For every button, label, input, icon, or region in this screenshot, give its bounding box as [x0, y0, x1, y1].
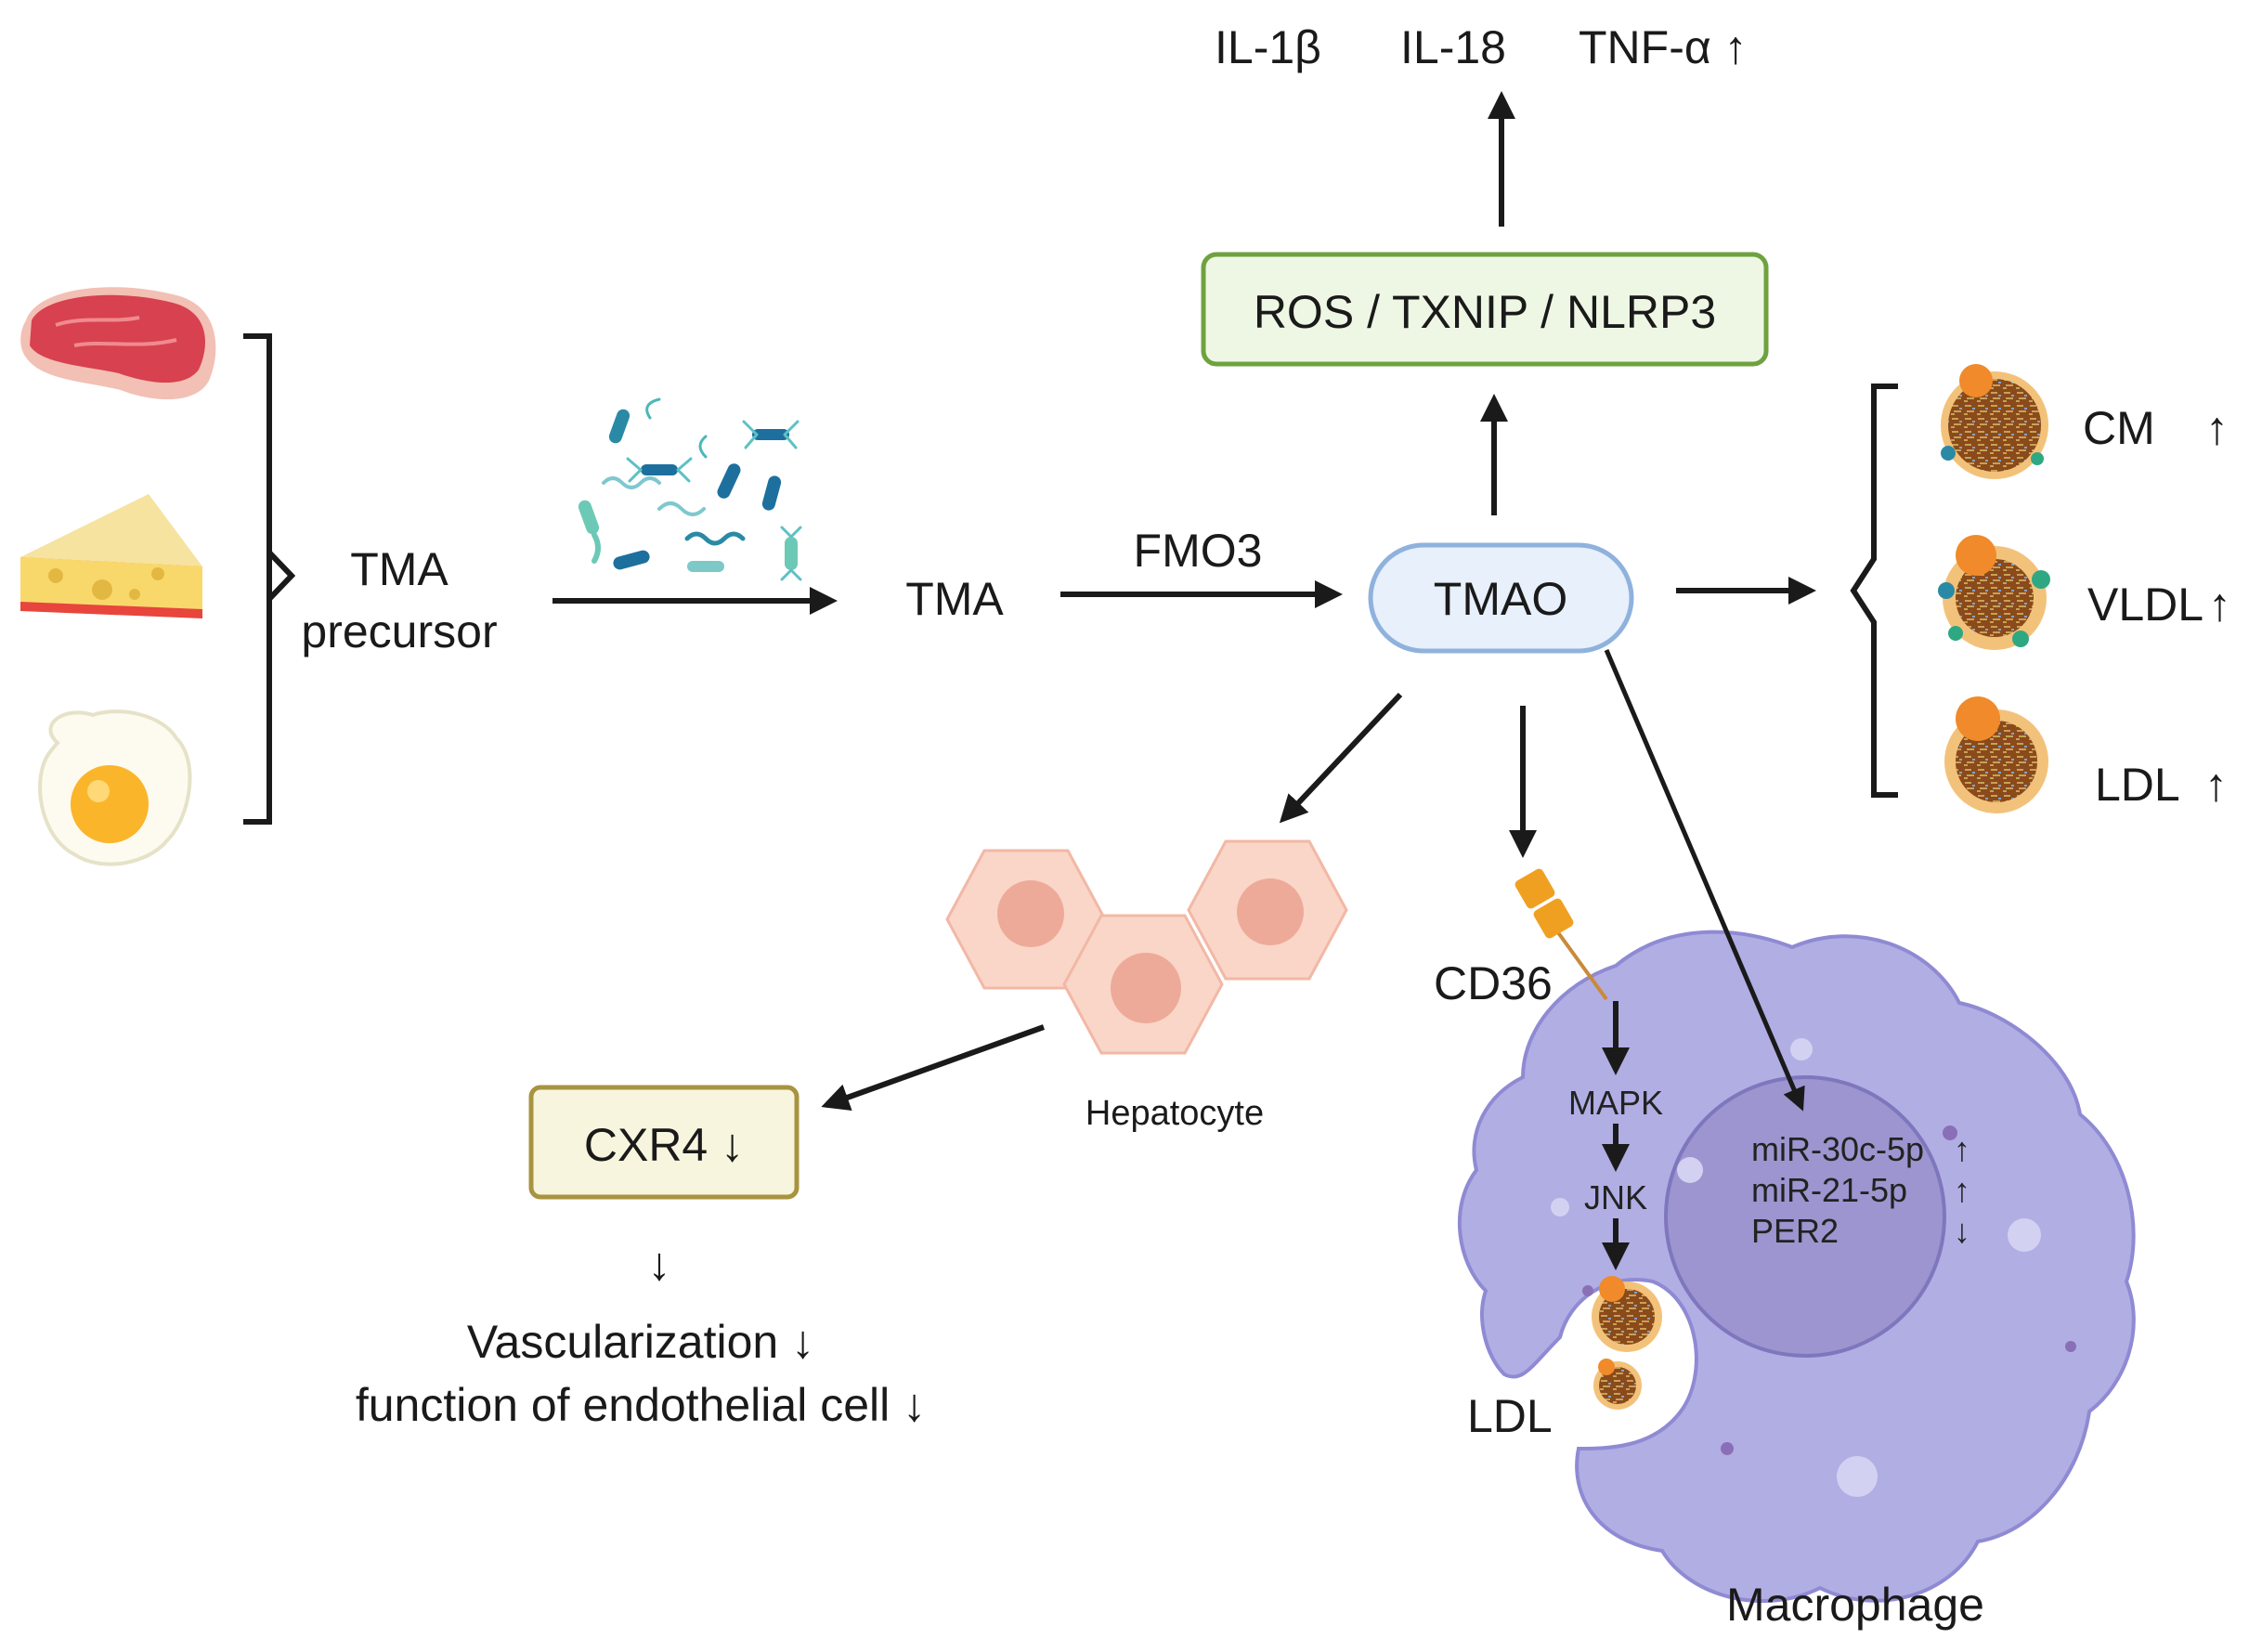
gut-bacteria-icon — [578, 397, 802, 581]
cd36-label: CD36 — [1434, 957, 1553, 1009]
food-bracket — [243, 333, 272, 825]
cm-label: CM — [2083, 402, 2155, 454]
macrophage-ldl-label: LDL — [1467, 1390, 1553, 1442]
hepatocyte-label: Hepatocyte — [1086, 1094, 1264, 1133]
tma-precursor-line1: TMA — [350, 543, 448, 595]
fmo3-label: FMO3 — [1134, 525, 1263, 577]
il18-label: IL-18 — [1400, 21, 1506, 73]
cxr4-box: CXR4 ↓ — [528, 1085, 800, 1200]
ros-box-label: ROS / TXNIP / NLRP3 — [1254, 286, 1716, 338]
cxr4-down-arrow: ↓ — [648, 1238, 671, 1290]
ros-txnip-nlrp3-box: ROS / TXNIP / NLRP3 — [1201, 252, 1769, 367]
tmao-label: TMAO — [1434, 573, 1567, 625]
il1b-label: IL-1β — [1215, 21, 1321, 73]
tmao-node: TMAO — [1368, 542, 1634, 654]
per2-arrow: ↓ — [1954, 1212, 1970, 1250]
cxr4-label: CXR4 ↓ — [584, 1119, 744, 1171]
vldl-particle-icon — [1938, 535, 2050, 650]
vldl-label: VLDL — [2087, 579, 2204, 631]
mir21-arrow: ↑ — [1954, 1171, 1970, 1209]
ldl-lipoprotein-label: LDL — [2095, 759, 2180, 811]
chylomicron-icon — [1941, 364, 2048, 479]
tma-label: TMA — [905, 573, 1004, 625]
vldl-up-arrow: ↑ — [2208, 579, 2231, 631]
mapk-label: MAPK — [1568, 1084, 1663, 1122]
arrow-hepatocyte-to-cxr4 — [821, 1024, 1046, 1112]
arrow-tmao-to-hepatocyte — [1279, 692, 1403, 824]
egg-icon — [38, 709, 192, 866]
ldl-particle-icon — [1944, 696, 2048, 813]
macrophage-label: Macrophage — [1726, 1579, 1984, 1631]
ldl-up-arrow: ↑ — [2204, 759, 2228, 811]
cd36-receptor-icon — [1514, 868, 1608, 1001]
internalized-ldl-icon — [1592, 1276, 1662, 1410]
mir21-label: miR-21-5p — [1751, 1171, 1907, 1209]
macrophage-cell — [1457, 930, 2136, 1604]
tma-precursor-line2: precursor — [301, 605, 497, 657]
cheese-icon — [20, 494, 202, 618]
arrow-tmao-to-nucleus — [1604, 649, 1805, 1112]
tnfa-label: TNF-α ↑ — [1579, 21, 1748, 73]
per2-label: PER2 — [1751, 1212, 1839, 1250]
meat-icon — [20, 287, 216, 400]
jnk-label: JNK — [1584, 1178, 1647, 1216]
hepatocyte-cells-icon — [945, 839, 1348, 1055]
lipoprotein-bracket — [1850, 384, 1898, 798]
outcome-vascularization: Vascularization ↓ — [467, 1316, 814, 1368]
mir30c-arrow: ↑ — [1954, 1130, 1970, 1168]
outcome-endothelial-function: function of endothelial cell ↓ — [356, 1379, 926, 1431]
mir30c-label: miR-30c-5p — [1751, 1130, 1924, 1168]
cm-up-arrow: ↑ — [2205, 402, 2229, 454]
